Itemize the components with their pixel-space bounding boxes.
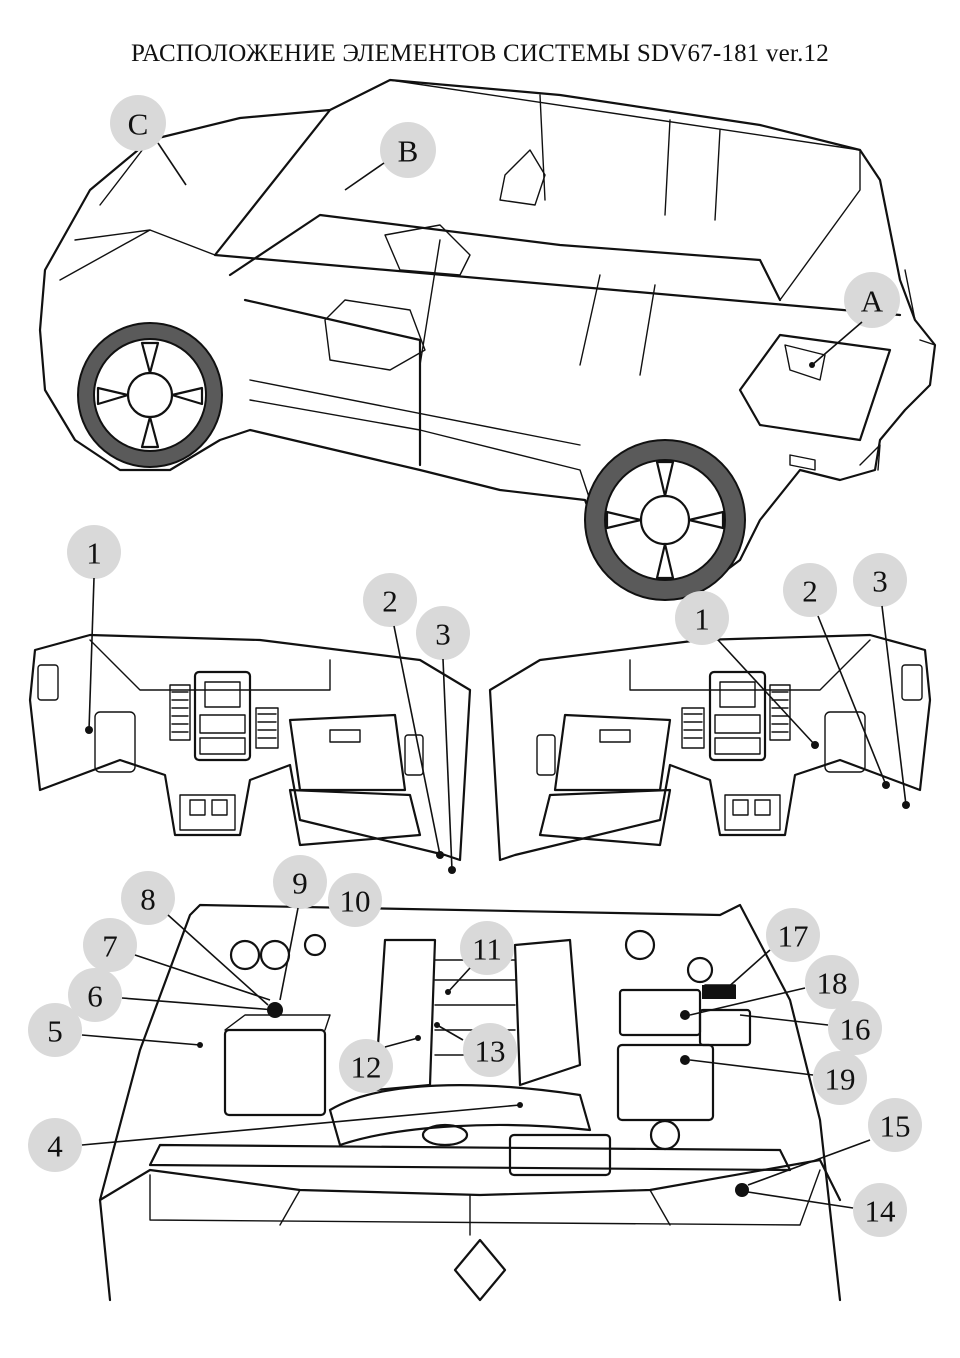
svg-text:12: 12 bbox=[351, 1050, 382, 1085]
vehicle-callout-b: B bbox=[380, 122, 436, 178]
dashboard-right-callout-3: 3 bbox=[853, 553, 907, 607]
svg-text:3: 3 bbox=[435, 617, 451, 652]
svg-text:13: 13 bbox=[475, 1034, 506, 1069]
svg-text:15: 15 bbox=[880, 1109, 911, 1144]
engine-callout-14: 14 bbox=[853, 1183, 907, 1237]
dashboard-right-illustration bbox=[488, 633, 932, 862]
svg-text:18: 18 bbox=[817, 966, 848, 1001]
svg-text:B: B bbox=[398, 134, 419, 169]
engine-callout-19: 19 bbox=[813, 1051, 867, 1105]
engine-callout-6: 6 bbox=[68, 968, 122, 1022]
svg-text:1: 1 bbox=[86, 536, 102, 571]
engine-callout-7: 7 bbox=[83, 918, 137, 972]
dashboard-left-callout-1: 1 bbox=[67, 525, 121, 579]
engine-callout-17: 17 bbox=[766, 908, 820, 962]
vehicle-callout-a: A bbox=[844, 272, 900, 328]
engine-callout-15: 15 bbox=[868, 1098, 922, 1152]
engine-callout-8: 8 bbox=[121, 871, 175, 925]
engine-callout-9: 9 bbox=[273, 855, 327, 909]
svg-text:4: 4 bbox=[47, 1129, 63, 1164]
page-title: РАСПОЛОЖЕНИЕ ЭЛЕМЕНТОВ СИСТЕМЫ SDV67-181… bbox=[131, 40, 829, 67]
engine-bay-illustration bbox=[98, 903, 842, 1302]
svg-text:2: 2 bbox=[382, 584, 398, 619]
svg-text:16: 16 bbox=[840, 1012, 871, 1047]
svg-text:7: 7 bbox=[102, 929, 118, 964]
dashboard-left-callout-2: 2 bbox=[363, 573, 417, 627]
engine-callout-5: 5 bbox=[28, 1003, 82, 1057]
engine-callout-4: 4 bbox=[28, 1118, 82, 1172]
engine-callout-13: 13 bbox=[463, 1023, 517, 1077]
svg-text:A: A bbox=[861, 284, 884, 319]
svg-text:10: 10 bbox=[340, 884, 371, 919]
svg-text:6: 6 bbox=[87, 979, 103, 1014]
dashboard-right-callout-2: 2 bbox=[783, 563, 837, 617]
dashboard-left-illustration bbox=[28, 633, 472, 862]
dashboard-left-callout-3: 3 bbox=[416, 606, 470, 660]
engine-callout-12: 12 bbox=[339, 1039, 393, 1093]
svg-text:2: 2 bbox=[802, 574, 818, 609]
svg-text:8: 8 bbox=[140, 882, 156, 917]
engine-callout-10: 10 bbox=[328, 873, 382, 927]
svg-text:11: 11 bbox=[472, 932, 502, 967]
vehicle-callout-c: C bbox=[110, 95, 166, 151]
svg-text:9: 9 bbox=[292, 866, 308, 901]
dashboard-right-callout-1: 1 bbox=[675, 591, 729, 645]
svg-text:1: 1 bbox=[694, 602, 710, 637]
engine-callout-16: 16 bbox=[828, 1001, 882, 1055]
svg-text:5: 5 bbox=[47, 1014, 63, 1049]
engine-callout-18: 18 bbox=[805, 955, 859, 1009]
svg-text:14: 14 bbox=[865, 1194, 897, 1229]
engine-callout-11: 11 bbox=[460, 921, 514, 975]
svg-text:3: 3 bbox=[872, 564, 888, 599]
svg-text:C: C bbox=[128, 107, 149, 142]
svg-text:19: 19 bbox=[825, 1062, 856, 1097]
vehicle-illustration bbox=[38, 78, 937, 601]
svg-text:17: 17 bbox=[778, 919, 809, 954]
